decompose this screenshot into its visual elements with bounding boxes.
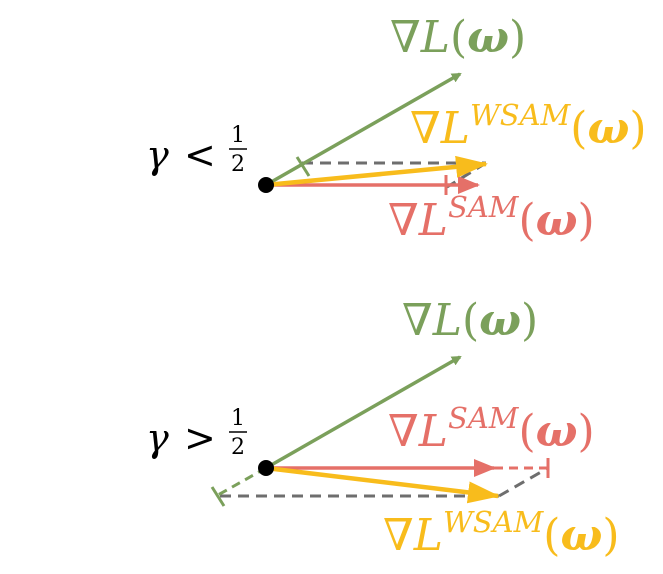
fraction-denominator: 2 bbox=[231, 435, 245, 460]
l-negative-extension bbox=[217, 466, 267, 497]
condition-bottom: γ > 1 2 bbox=[146, 406, 247, 460]
label-l-gradient-top: ∇L(ω) bbox=[390, 12, 526, 63]
l-gradient-arrow-bottom bbox=[265, 355, 462, 470]
condition-top: γ < 1 2 bbox=[146, 123, 247, 177]
l-tick-top bbox=[295, 156, 311, 177]
label-wsam-gradient-top: ∇LWSAM(ω) bbox=[410, 98, 647, 154]
wsam-gradient-arrow-bottom bbox=[265, 465, 500, 504]
label-sam-gradient-bottom: ∇LSAM(ω) bbox=[388, 401, 595, 457]
origin-point-top bbox=[258, 177, 274, 193]
relation-symbol: < bbox=[184, 133, 216, 177]
fraction-denominator: 2 bbox=[231, 152, 245, 177]
label-wsam-gradient-bottom: ∇LWSAM(ω) bbox=[383, 505, 620, 561]
label-sam-gradient-top: ∇LSAM(ω) bbox=[388, 190, 595, 246]
label-l-gradient-bottom: ∇L(ω) bbox=[402, 295, 538, 346]
wsam-gradient-arrow-top bbox=[265, 155, 488, 188]
gamma-symbol: γ bbox=[146, 133, 169, 177]
gamma-symbol: γ bbox=[146, 416, 169, 460]
l-gradient-arrow-top bbox=[265, 72, 462, 187]
panel-bottom: γ > 1 2 ∇L(ω) ∇LSAM(ω) ∇LWSAM(ω) bbox=[146, 295, 620, 561]
fraction-numerator: 1 bbox=[231, 123, 245, 148]
guide-line-bottom-diagonal bbox=[498, 466, 549, 498]
origin-point-bottom bbox=[258, 460, 274, 476]
l-tick-bottom bbox=[210, 486, 226, 507]
panel-top: γ < 1 2 ∇L(ω) ∇LWSAM(ω) ∇LSAM(ω) bbox=[146, 12, 647, 246]
fraction-numerator: 1 bbox=[231, 406, 245, 431]
relation-symbol: > bbox=[184, 416, 216, 460]
